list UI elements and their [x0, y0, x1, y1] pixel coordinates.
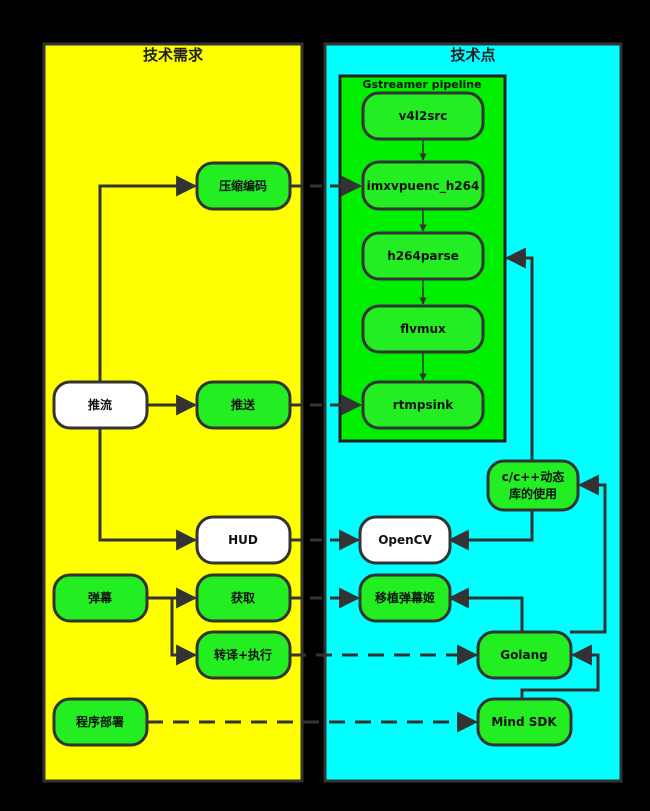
node-label: 推流 [88, 397, 112, 412]
node-label: OpenCV [378, 533, 432, 547]
node-label: Mind SDK [491, 715, 557, 729]
techpoints-panel-title: 技术点 [450, 46, 495, 64]
node-label: 压缩编码 [219, 178, 267, 193]
pipeline-stage-label: h264parse [387, 249, 458, 263]
pipeline-stage-label: imxvpuenc_h264 [367, 179, 480, 194]
node-label: 转译+执行 [214, 647, 272, 662]
node-label: 弹幕 [88, 590, 113, 605]
node-label: 推送 [231, 397, 256, 412]
node-mind-sdk: Mind SDK [476, 697, 573, 747]
edge-golang-port [447, 587, 524, 632]
node-label: 获取 [230, 590, 255, 605]
node-label: 移植弹幕姬 [375, 590, 435, 605]
edge-cpplib-opencv [447, 510, 534, 551]
requirements-panel-title: 技术需求 [143, 46, 204, 64]
node-translate-execute: 转译+执行 [195, 630, 292, 680]
node-label-line1: c/c++动态 [502, 469, 565, 484]
edge-cpplib-h264parse [504, 247, 534, 461]
pipeline-title: Gstreamer pipeline [362, 78, 481, 91]
pipeline-stage-label: rtmpsink [393, 398, 455, 412]
edge-mindsdk-golang [520, 644, 600, 698]
node-push-send: 推送 [195, 380, 292, 430]
node-port-danmaku: 移植弹幕姬 [358, 573, 452, 623]
node-compress-encode: 压缩编码 [195, 161, 292, 211]
node-opencv: OpenCV [358, 515, 452, 565]
pipeline-stage-label: v4l2src [399, 109, 448, 123]
node-fetch: 获取 [195, 573, 292, 623]
node-golang: Golang [476, 630, 573, 680]
edge-push-hud [98, 428, 198, 551]
node-label: HUD [228, 533, 258, 547]
connectors [98, 139, 607, 733]
node-label: Golang [500, 648, 547, 662]
pipeline-stage-rtmpsink: rtmpsink [361, 380, 485, 430]
node-deploy: 程序部署 [52, 697, 149, 747]
node-cpp-lib: c/c++动态 库的使用 [486, 459, 580, 512]
node-danmaku: 弹幕 [52, 573, 149, 623]
pipeline-stage-v4l2src: v4l2src [361, 91, 485, 141]
edge-golang-cpplib [570, 474, 607, 634]
node-label: 程序部署 [76, 714, 124, 729]
pipeline-stage-imxvpuenc: imxvpuenc_h264 [361, 160, 485, 211]
node-hud: HUD [195, 515, 292, 565]
pipeline-stage-h264parse: h264parse [361, 231, 485, 281]
edge-danmaku-translate [170, 598, 198, 666]
pipeline-stage-flvmux: flvmux [361, 304, 485, 354]
node-label-line2: 库的使用 [509, 486, 557, 501]
edge-push-compress [98, 175, 198, 382]
node-push-stream: 推流 [52, 380, 149, 430]
pipeline-stage-label: flvmux [400, 322, 446, 336]
